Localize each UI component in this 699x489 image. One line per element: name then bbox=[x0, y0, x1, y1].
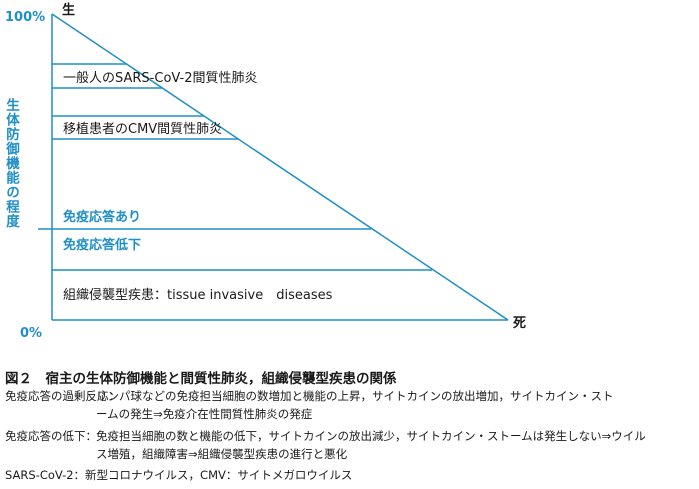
triangle-hypotenuse bbox=[51, 13, 509, 321]
band-label-sars: 一般人のSARS-CoV-2間質性肺炎 bbox=[63, 70, 258, 86]
top-label-life: 生 bbox=[62, 2, 75, 18]
band-label-immune-response: 免疫応答あり bbox=[63, 209, 141, 225]
figure-caption-title: 図２ 宿主の生体防御機能と間質性肺炎，組織侵襲型疾患の関係 bbox=[5, 371, 397, 387]
y-axis-title: 生体防御機能の程度 bbox=[3, 97, 21, 229]
y-top-label: 100% bbox=[5, 10, 45, 25]
band-label-tissue-invasive: 組織侵襲型疾患：tissue invasive diseases bbox=[63, 287, 333, 303]
y-bottom-label: 0% bbox=[20, 326, 42, 341]
note-text-line: ス増殖，組織障害⇒組織侵襲型疾患の進行と悪化 bbox=[96, 447, 348, 461]
note-text: リンパ球などの免疫担当細胞の数増加と機能の上昇，サイトカインの放出増加，サイトカ… bbox=[96, 387, 696, 423]
note-label: 免疫応答の過剰反応： bbox=[5, 389, 120, 403]
note-text-line: リンパ球などの免疫担当細胞の数増加と機能の上昇，サイトカインの放出増加，サイトカ… bbox=[96, 389, 614, 403]
band-label-cmv: 移植患者のCMV間質性肺炎 bbox=[63, 122, 222, 137]
note-text-line: ームの発生⇒免疫介在性間質性肺炎の発症 bbox=[96, 407, 313, 421]
note-label: 免疫応答の低下： bbox=[5, 429, 97, 443]
note-text: 免疫担当細胞の数と機能の低下，サイトカインの放出減少，サイトカイン・ストームは発… bbox=[96, 427, 696, 463]
note-text-line: 免疫担当細胞の数と機能の低下，サイトカインの放出減少，サイトカイン・ストームは発… bbox=[96, 429, 646, 443]
abbreviations-note: SARS-CoV-2：新型コロナウイルス，CMV：サイトメガロウイルス bbox=[5, 468, 353, 482]
bottom-label-death: 死 bbox=[513, 316, 526, 331]
band-label-immune-decline: 免疫応答低下 bbox=[63, 237, 141, 253]
